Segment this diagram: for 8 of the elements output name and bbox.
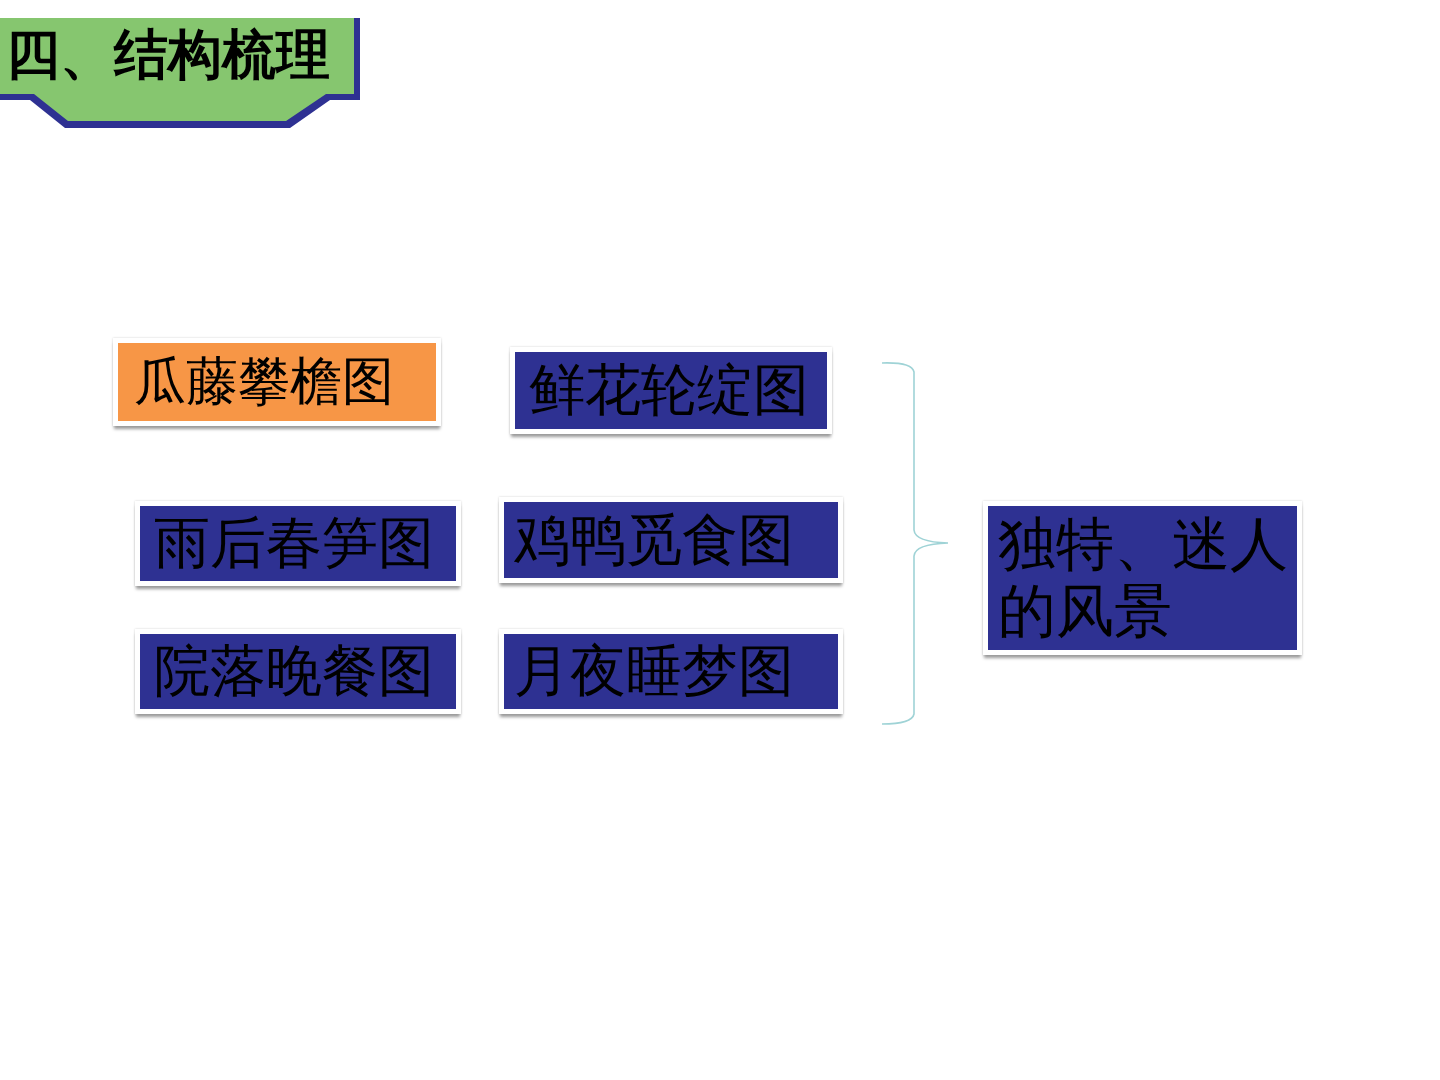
summary-text: 独特、迷人的风景 — [998, 511, 1289, 645]
scene-title: 院落晚餐图 — [154, 639, 434, 704]
scene-title: 雨后春笋图 — [154, 511, 434, 576]
title-text: 四、结构梳理 — [6, 22, 330, 88]
scene-title: 瓜藤攀檐图 — [134, 352, 394, 412]
scene-title: 鲜花轮绽图 — [529, 358, 809, 423]
scene-title: 月夜睡梦图 — [514, 639, 794, 704]
scene-title: 鸡鸭觅食图 — [514, 507, 794, 573]
